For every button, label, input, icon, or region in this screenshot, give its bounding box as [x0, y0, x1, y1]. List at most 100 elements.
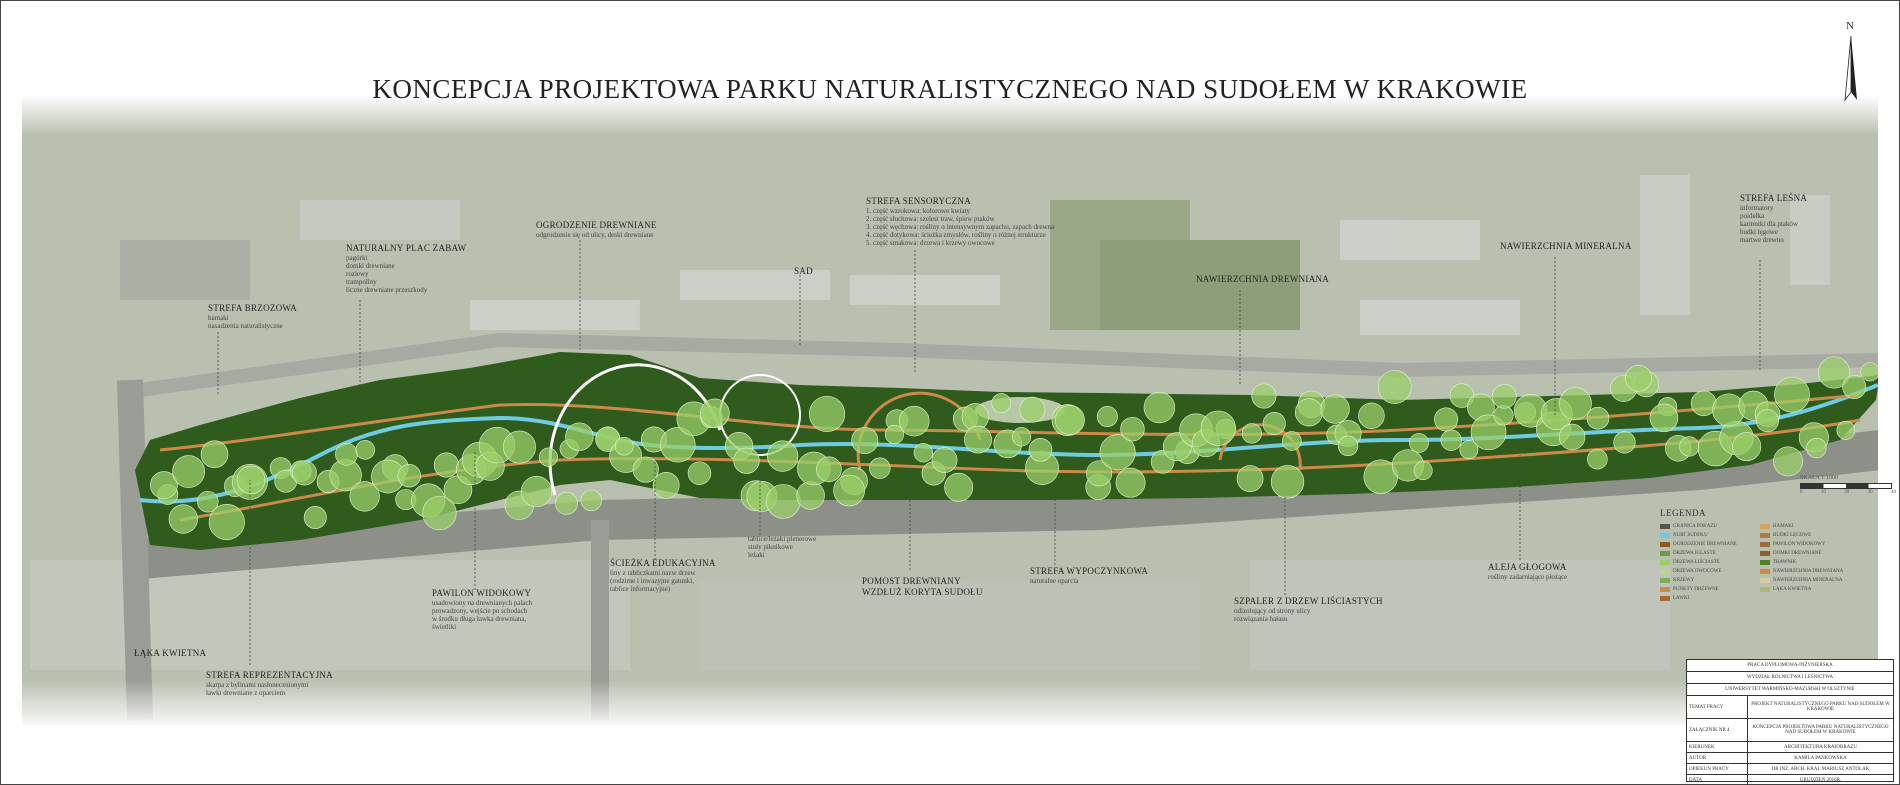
tree-canopy — [1559, 387, 1592, 420]
tree-canopy — [1755, 409, 1779, 433]
legend-label: ŁAWKI — [1673, 596, 1690, 601]
page-title: KONCEPCJA PROJEKTOWA PARKU NATURALISTYCZ… — [372, 74, 1528, 104]
tree-canopy — [236, 465, 266, 495]
tree-canopy — [614, 436, 634, 456]
legend-swatch — [1660, 596, 1670, 601]
tree-canopy — [687, 461, 712, 485]
tree-canopy — [1096, 406, 1118, 428]
legend-swatch — [1760, 560, 1770, 565]
tb-key-data: DATA — [1687, 775, 1748, 785]
tree-canopy — [1440, 429, 1462, 451]
north-arrow-icon — [1844, 35, 1857, 102]
tree-canopy — [1251, 383, 1277, 409]
tree-canopy — [1613, 431, 1636, 454]
tree-canopy — [1115, 467, 1146, 498]
tb-value-temat: PROJEKT NATURALISTYCZNEGO PARKU NAD SUDO… — [1751, 702, 1890, 712]
tree-canopy — [197, 490, 219, 513]
tree-canopy — [1558, 423, 1586, 451]
legend-swatch — [1760, 542, 1770, 547]
label-strefa-sensoryczna: STREFA SENSORYCZNA 1. część wzrokowa: ko… — [866, 196, 1055, 247]
tb-row-2: WYDZIAŁ ROLNICTWA I LEŚNICTWA — [1746, 675, 1834, 680]
legend-label: OGRODZENIE DREWNIANE — [1673, 542, 1737, 547]
legend-item: DRZEWA OWOCOWE — [1660, 569, 1721, 574]
legend-label: HAMAKI — [1773, 524, 1794, 529]
tree-canopy — [931, 447, 958, 473]
tree-canopy — [1625, 364, 1652, 392]
label-laka-kwietna: ŁĄKA KWIETNA — [134, 648, 207, 658]
legend-item: NURT SUDOŁU — [1660, 533, 1708, 538]
tree-canopy — [1019, 396, 1046, 423]
tree-canopy — [580, 489, 602, 512]
tb-value-kierunek: ARCHITEKTURA KRAJOBRAZU — [1784, 744, 1857, 750]
tree-canopy — [1842, 375, 1867, 399]
tree-canopy — [1270, 465, 1305, 499]
tree-canopy — [660, 427, 696, 463]
tb-value-zalacznik: KONCEPCJA PROJEKTOWA PARKU NATURALISTYCZ… — [1752, 725, 1889, 735]
tree-canopy — [1200, 410, 1236, 446]
legend-swatch — [1660, 542, 1670, 547]
tree-canopy — [355, 440, 375, 460]
tree-canopy — [1836, 420, 1856, 440]
tree-canopy — [1492, 384, 1517, 409]
legend-swatch — [1760, 587, 1770, 592]
tree-canopy — [816, 456, 842, 483]
tree-canopy — [1120, 416, 1145, 442]
legend-label: NURT SUDOŁU — [1673, 533, 1708, 538]
label-szpaler: SZPALER Z DRZEW LIŚCIASTYCH odizolujący … — [1234, 596, 1383, 623]
legend-swatch — [1760, 578, 1770, 583]
label-strefa-reprezentacyjna: STREFA REPREZENTACYJNA skarpa z bylinami… — [206, 670, 333, 697]
tree-canopy — [1413, 461, 1433, 481]
tree-canopy — [1587, 448, 1608, 470]
tree-canopy — [1358, 402, 1385, 429]
tree-canopy — [200, 440, 229, 469]
tree-canopy — [422, 496, 457, 531]
road-south — [128, 430, 1883, 580]
tree-canopy — [397, 464, 421, 488]
scale-label: SKALA 1:1000 — [1800, 475, 1838, 481]
tree-canopy — [869, 457, 891, 479]
label-sciezka-edukacyjna: ŚCIEŻKA EDUKACYJNA liny z tabliczkami na… — [610, 558, 716, 593]
legend-item: DRZEWA LIŚCIASTE — [1660, 560, 1720, 565]
tb-value-opiekun: DR INŻ. ARCH. KRAJ. MARIUSZ ANTOLAK — [1771, 766, 1870, 772]
tree-canopy — [555, 491, 578, 515]
tree-canopy — [884, 424, 904, 444]
tree-canopy — [944, 472, 974, 502]
tree-canopy — [833, 474, 865, 507]
tb-key-temat: TEMAT PRACY — [1687, 696, 1748, 718]
tree-canopy — [1732, 432, 1762, 462]
tree-canopy — [168, 504, 198, 534]
legend-swatch — [1660, 551, 1670, 556]
tree-canopy — [1099, 434, 1136, 471]
tb-value-data: GRUDZIEŃ 2016R. — [1799, 777, 1842, 783]
legend-item: ŁĄKA KWIETNA — [1760, 587, 1811, 592]
tree-canopy — [991, 393, 1012, 413]
legend-swatch — [1760, 533, 1770, 538]
label-nawierzchnia-mineralna: NAWIERZCHNIA MINERALNA — [1500, 241, 1632, 251]
legend-item: DOMKI DREWNIANE — [1760, 551, 1821, 556]
legend-swatch — [1660, 587, 1670, 592]
legend-item: HAMAKI — [1760, 524, 1794, 529]
tree-canopy — [1649, 403, 1679, 433]
tree-canopy — [1262, 411, 1286, 436]
tree-canopy — [1236, 465, 1264, 493]
legend-label: NAWIERZCHNIA DREWNIANA — [1773, 569, 1844, 574]
tree-canopy — [1470, 414, 1507, 451]
tree-canopy — [652, 471, 680, 499]
legend-swatch — [1660, 533, 1670, 538]
leader-lines — [217, 240, 1761, 665]
tree-canopy — [503, 430, 536, 464]
legend-swatch — [1660, 560, 1670, 565]
label-sad: SAD — [794, 266, 813, 276]
legend-swatch — [1760, 551, 1770, 556]
tb-key-zalacznik: ZAŁĄCZNIK NR 4 — [1687, 719, 1748, 741]
legend-swatch — [1660, 578, 1670, 583]
city-blocks — [30, 175, 1830, 670]
legend-label: DRZEWA OWOCOWE — [1673, 569, 1722, 574]
legend-item: KRZEWY — [1660, 578, 1694, 583]
legend-label: ŁĄKA KWIETNA — [1773, 587, 1812, 592]
tree-canopy — [1377, 370, 1412, 404]
legend-label: NAWIERZCHNIA MINERALNA — [1773, 578, 1843, 583]
